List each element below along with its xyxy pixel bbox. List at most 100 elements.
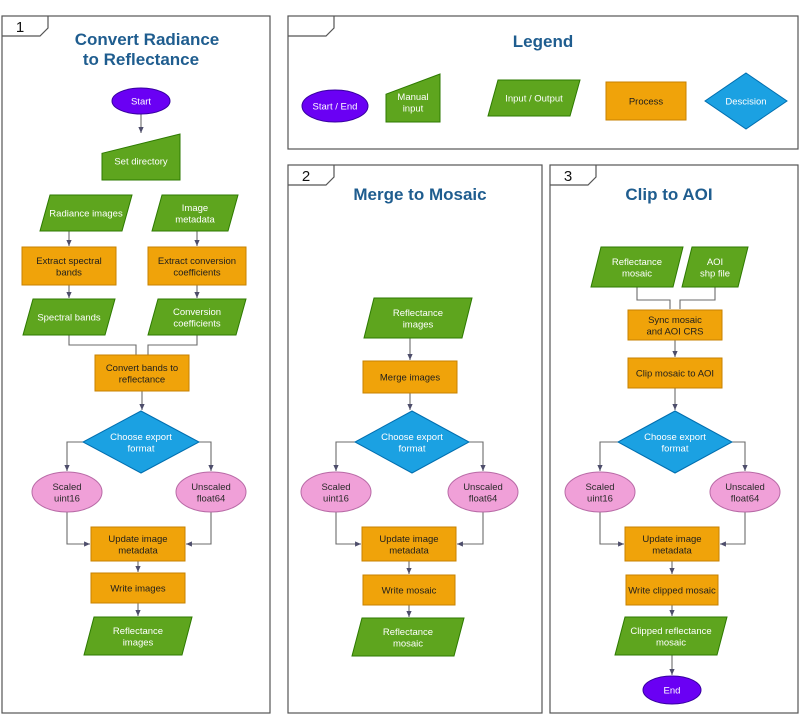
legend-item-io-shape bbox=[487, 79, 581, 117]
panel-1-title-line: to Reflectance bbox=[83, 50, 199, 69]
p1-scaled-label: Scaled bbox=[52, 482, 81, 493]
p3-unscaled-label: Unscaled bbox=[725, 482, 765, 493]
p1-spectral-shape bbox=[22, 298, 116, 336]
p3-end-shape bbox=[642, 675, 702, 705]
p3-write-label: Write clipped mosaic bbox=[628, 586, 716, 597]
p1-spectral-label: Spectral bands bbox=[37, 313, 101, 324]
p1-extract-coeff-label: coefficients bbox=[173, 267, 221, 278]
p2-merge-shape bbox=[362, 360, 458, 394]
p2-update-label: Update image bbox=[379, 534, 438, 545]
edge-scaled-to-update-2 bbox=[335, 512, 361, 547]
legend-item-decision-shape bbox=[704, 72, 788, 130]
p1-extract-coeff-label: Extract conversion bbox=[158, 256, 236, 267]
p2-unscaled-shape bbox=[447, 471, 519, 513]
p2-merge-label: Merge images bbox=[380, 373, 440, 384]
panel-2-number: 2 bbox=[302, 168, 310, 185]
p3-unscaled-label: float64 bbox=[731, 493, 760, 504]
p2-scaled-shape bbox=[300, 471, 372, 513]
p3-clipped-out-label: mosaic bbox=[656, 637, 686, 648]
p2-reflectance-in-shape bbox=[363, 297, 473, 339]
edge-spectral-to-convert bbox=[68, 335, 137, 355]
p1-conversion-label: coefficients bbox=[173, 318, 221, 329]
p3-clipped-out-label: Clipped reflectance bbox=[630, 626, 711, 637]
p2-unscaled-label: float64 bbox=[469, 493, 498, 504]
p1-radiance: Radiance images bbox=[39, 194, 133, 232]
p3-clipped-out-shape bbox=[614, 616, 728, 656]
panel-1-number: 1 bbox=[16, 19, 24, 36]
p1-write-label: Write images bbox=[110, 584, 166, 595]
p3-mosaic-in-shape bbox=[590, 246, 684, 288]
p3-scaled-label: uint16 bbox=[587, 493, 613, 504]
legend-item-manual-input-label: Manual bbox=[397, 92, 428, 103]
p1-reflectance-label: images bbox=[123, 637, 154, 648]
p1-unscaled-shape bbox=[175, 471, 247, 513]
legend-item-io-label: Input / Output bbox=[505, 94, 563, 105]
p2-choose-shape bbox=[353, 410, 471, 474]
p1-convert-shape bbox=[94, 354, 190, 392]
p1-setdir: Set directory bbox=[101, 133, 181, 181]
p3-sync-shape bbox=[627, 309, 723, 341]
panel-3-number: 3 bbox=[564, 168, 572, 185]
edge-mosaic-to-sync bbox=[636, 287, 671, 309]
p1-setdir-label: Set directory bbox=[114, 157, 168, 168]
legend-item-decision: Descision bbox=[704, 72, 788, 130]
p3-choose-label: Choose export bbox=[644, 432, 706, 443]
p2-write: Write mosaic bbox=[362, 574, 456, 606]
p2-write-shape bbox=[362, 574, 456, 606]
p1-update-shape bbox=[90, 526, 186, 562]
p1-unscaled-label: Unscaled bbox=[191, 482, 231, 493]
p1-choose-label: Choose export bbox=[110, 432, 172, 443]
p1-start-shape bbox=[111, 87, 171, 115]
p3-mosaic-in-label: mosaic bbox=[622, 268, 652, 279]
p1-metadata-shape bbox=[151, 194, 239, 232]
p2-choose-label: format bbox=[399, 443, 426, 454]
p3-sync-label: Sync mosaic bbox=[648, 315, 702, 326]
p3-aoi-label: shp file bbox=[700, 268, 730, 279]
legend-title: Legend bbox=[513, 32, 573, 51]
p2-scaled-label: uint16 bbox=[323, 493, 349, 504]
p3-aoi-shape bbox=[681, 246, 749, 288]
panel-3-title-line: Clip to AOI bbox=[625, 185, 712, 204]
p2-scaled-label: Scaled bbox=[321, 482, 350, 493]
p3-scaled-shape bbox=[564, 471, 636, 513]
edge-scaled-to-update bbox=[66, 512, 90, 547]
p3-end: End bbox=[642, 675, 702, 705]
p1-metadata-label: metadata bbox=[175, 214, 215, 225]
edge-choose-to-unscaled-3 bbox=[732, 441, 748, 471]
legend-item-decision-label: Descision bbox=[725, 97, 766, 108]
p1-choose-shape bbox=[81, 410, 201, 474]
p3-clip-shape bbox=[627, 357, 723, 389]
p1-unscaled-label: float64 bbox=[197, 493, 226, 504]
p3-sync-label: and AOI CRS bbox=[646, 326, 703, 337]
p1-radiance-shape bbox=[39, 194, 133, 232]
p2-mosaic-out-label: mosaic bbox=[393, 638, 423, 649]
edge-choose-to-unscaled-2 bbox=[469, 441, 486, 471]
p1-reflectance-label: Reflectance bbox=[113, 626, 163, 637]
p2-unscaled-label: Unscaled bbox=[463, 482, 503, 493]
p2-choose-label: Choose export bbox=[381, 432, 443, 443]
edge-unscaled-to-update bbox=[186, 512, 212, 547]
p1-extract-bands-shape bbox=[21, 246, 117, 286]
p3-aoi-label: AOI bbox=[707, 257, 723, 268]
p1-start-label: Start bbox=[131, 97, 151, 108]
p1-radiance-label: Radiance images bbox=[49, 209, 123, 220]
p3-write: Write clipped mosaic bbox=[625, 574, 719, 606]
p1-reflectance-shape bbox=[83, 616, 193, 656]
p1-setdir-shape bbox=[101, 133, 181, 181]
